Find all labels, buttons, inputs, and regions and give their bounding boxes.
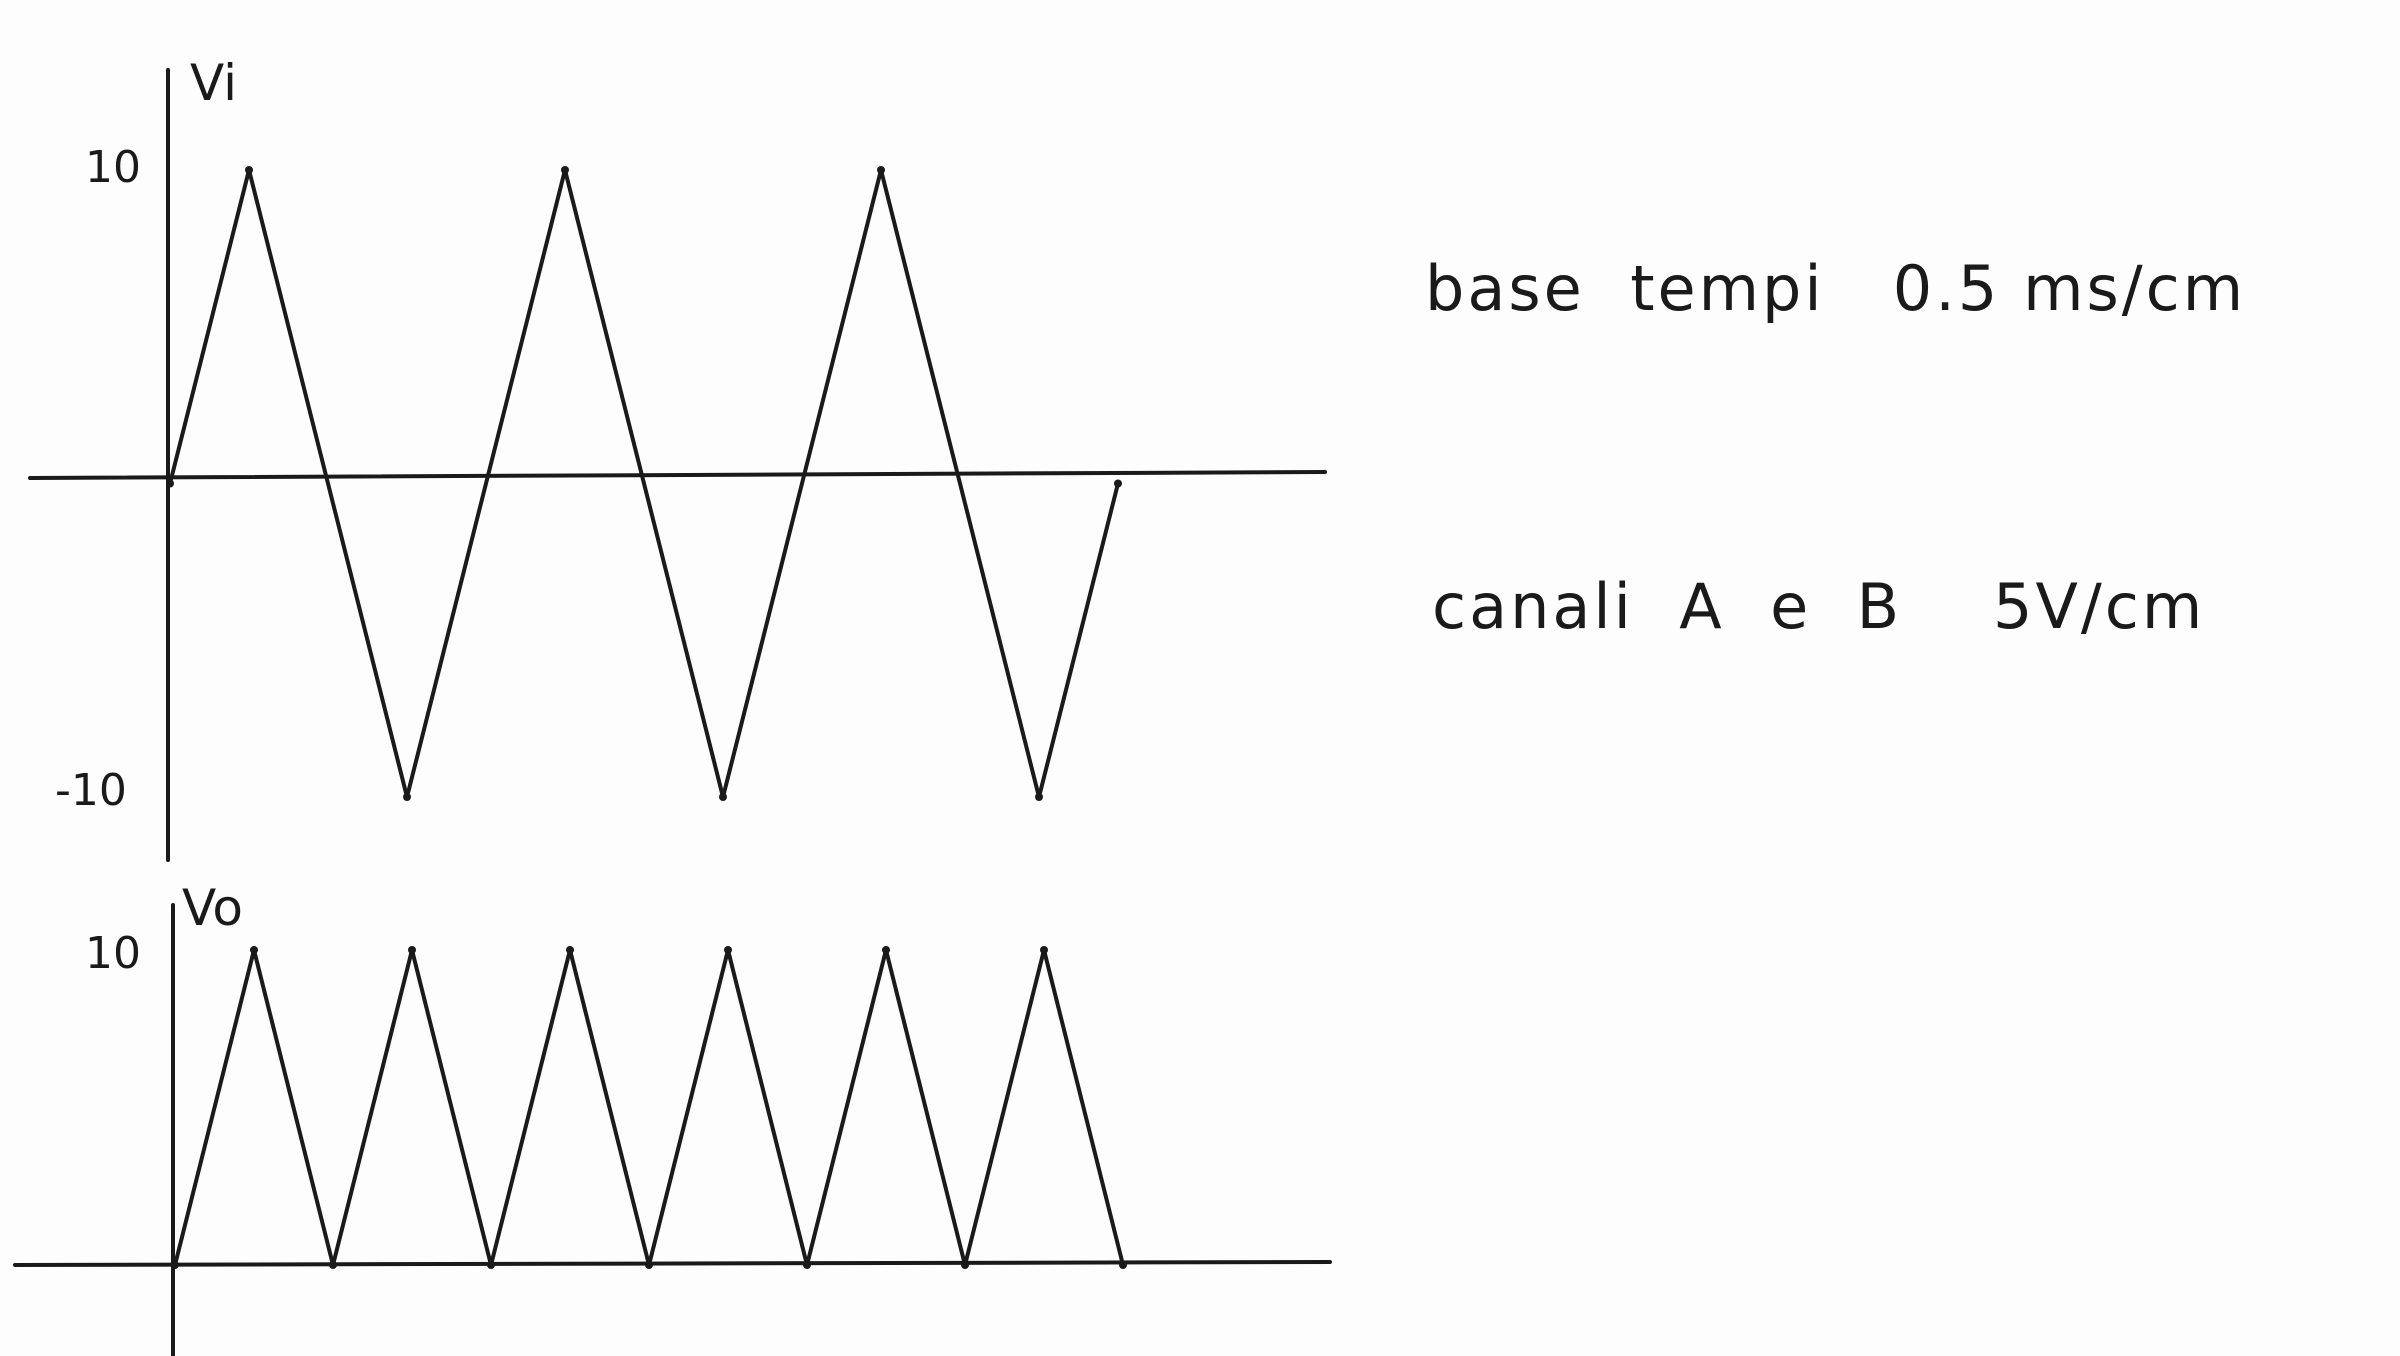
vi-vertex-2: [403, 793, 411, 801]
vi-panel: Vi 10 -10: [28, 54, 1327, 862]
vo-vertex-1: [250, 946, 258, 954]
vi-vertex-3: [561, 166, 569, 174]
vi-trace: [166, 166, 1122, 801]
vi-vertex-5: [877, 166, 885, 174]
vi-vertex-7: [1114, 479, 1122, 488]
vo-vertex-2: [329, 1261, 337, 1269]
vo-vertex-9: [882, 946, 890, 954]
vi-tick-label-max: 10: [85, 142, 141, 193]
vo-panel: Vo 10: [13, 879, 1332, 1356]
vo-vertex-11: [1040, 946, 1048, 954]
vi-tick-label-min: -10: [55, 765, 127, 816]
vo-vertex-10: [961, 1261, 969, 1269]
vo-vertex-12: [1119, 1261, 1127, 1269]
vo-tick-label-max: 10: [85, 928, 141, 979]
vo-x-axis: [13, 1260, 1332, 1267]
vo-vertex-5: [566, 946, 574, 954]
channels-note: canali A e B 5V/cm: [1432, 570, 2205, 643]
vo-series-line-0: [173, 949, 1125, 1267]
vo-vertex-8: [803, 1261, 811, 1269]
vo-vertex-3: [408, 946, 416, 954]
vo-vertex-4: [487, 1261, 495, 1269]
vo-vertex-0: [171, 1261, 179, 1269]
vi-vertex-1: [245, 166, 253, 174]
vo-vertex-7: [724, 946, 732, 954]
vi-series-line-0: [168, 169, 1120, 798]
vi-x-axis: [28, 470, 1327, 480]
vi-y-axis-label: Vi: [190, 54, 237, 112]
vi-vertex-0: [166, 479, 174, 488]
vo-trace: [171, 946, 1127, 1269]
vi-vertex-6: [1035, 793, 1043, 801]
vi-vertex-4: [719, 793, 727, 801]
vo-y-axis-label: Vo: [182, 879, 243, 937]
vo-vertex-6: [645, 1261, 653, 1269]
timebase-note: base tempi 0.5 ms/cm: [1425, 252, 2246, 325]
